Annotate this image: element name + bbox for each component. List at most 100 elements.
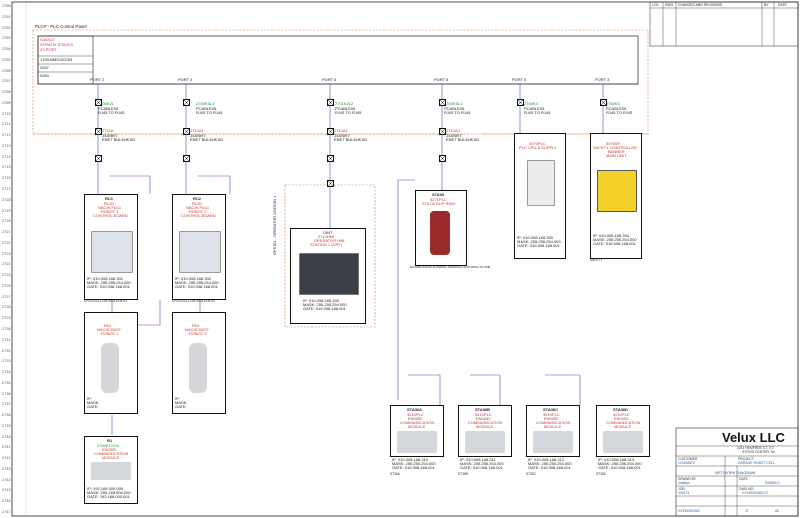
station-head: STA30C (543, 407, 559, 412)
row-number: 2722 (2, 240, 11, 245)
device-sub: STATION 1 (OP1) (310, 242, 342, 247)
rev-changes: CHANGES AND REVISIONS (678, 3, 723, 7)
station-footnote: ST30A (390, 472, 400, 476)
station-gate: GATE: 010.008.168.001 (598, 465, 641, 470)
device-sub: ROBOT 2 (189, 209, 207, 214)
device-ip: IP: 010.008.168.300 (517, 235, 554, 240)
comm-module-icon (91, 462, 131, 480)
company-address-2: SYRON CENTER, MI (742, 450, 775, 454)
device-ip: IP: 010.008.168.302 (175, 276, 212, 281)
station-sub: COMMUNICATION (400, 420, 435, 425)
rev-dwg: DWG (665, 3, 674, 7)
device-name: NACHI MZ07 (185, 327, 209, 332)
device-sta00: STA00 3271PLC STA 00 SLIP RING (415, 190, 467, 266)
device-robot-1: R01 NACHI MZ07 ROBOT 1 IP: MASK: GATE: (84, 312, 138, 414)
rj45-connector-icon (327, 155, 334, 162)
rj45-connector-icon (517, 99, 524, 106)
switch-id: S30ACT (40, 37, 56, 42)
station-footnote: ST30C (526, 472, 536, 476)
row-number: 2717 (2, 187, 11, 192)
station-id: 3410PLC (475, 412, 492, 417)
row-number: 2732 (2, 348, 11, 353)
station-sub2: MODULE (408, 424, 426, 429)
station-sub2: MODULE (476, 424, 494, 429)
row-number: 2713 (2, 143, 11, 148)
row-number: 2706 (2, 68, 11, 73)
row-number: 2743 (2, 466, 11, 471)
drawn-label: DRAWN BY (678, 477, 697, 481)
device-safety-controller: 3070SF SAFETY CONTROLLER BANNER MAIN UNI… (590, 133, 642, 259)
robot-arm-icon (189, 343, 207, 393)
row-number: 2737 (2, 402, 11, 407)
bulkhead-id: 2712A3 (446, 128, 460, 133)
device-gate: GATE: (175, 404, 187, 409)
cable-id: 2700K5L1 (444, 101, 463, 106)
device-rc2: RC2 RC02 NACHI FD11 ROBOT 2 CONTROL BOAR… (172, 194, 226, 300)
device-footnote: CFD-FD11-CONTROLLER-R1 (84, 299, 128, 303)
device-gate: GATE: (87, 404, 99, 409)
station-mask: MASK: 255.255.254.000 (528, 461, 572, 466)
station-sub: COMMUNICATION (606, 420, 641, 425)
rj45-connector-icon (183, 99, 190, 106)
rj45-connector-icon (95, 155, 102, 162)
device-name: NACHI MZ07 (97, 327, 121, 332)
customer-label: CUSTOMER (678, 457, 698, 461)
row-number: 2719 (2, 208, 11, 213)
row-number: 2738 (2, 413, 11, 418)
device-footnote: ECOMM-STA00-SLIPRING-THROUGH-SLIP-RING-T… (410, 265, 491, 269)
row-number: 2744 (2, 477, 11, 482)
device-gate: GATE: 010.008.168.001 (593, 241, 636, 246)
station-ip: IP: 010.008.168.312 (528, 457, 565, 462)
device-id: 2740K1TOA (97, 443, 119, 448)
controller-cabinet-icon (91, 231, 133, 273)
row-number: 2739 (2, 423, 11, 428)
row-number: 2715 (2, 165, 11, 170)
row-number: 2741 (2, 445, 11, 450)
cable-type: RJ45 TO RJ45 (606, 110, 633, 115)
bulkhead-id: 2712A2 (334, 128, 348, 133)
device-head: R1 (107, 438, 113, 443)
station-id: 3610PLC (543, 412, 560, 417)
station-footnote: ST30D (596, 472, 606, 476)
cable-part: PCABLE05 (196, 106, 217, 111)
controller-cabinet-icon (179, 231, 221, 273)
rev-value: A0 (775, 509, 780, 513)
station-gate: GATE: 010.008.168.001 (392, 465, 435, 470)
row-number: 2708 (2, 90, 11, 95)
dwg-label: DWG NO. (739, 487, 755, 491)
device-hmi: OINT 2712HMI OPERATOR HMI STATION 1 (OP1… (290, 228, 366, 324)
rev-loc: LOC (652, 3, 659, 7)
station-id: 3210PLC (407, 412, 424, 417)
row-number: 2736 (2, 391, 11, 396)
device-sub2: MODULE (102, 455, 120, 460)
device-ip: IP: 192.168.000.005 (87, 486, 124, 491)
station-footnote: ST30B (458, 472, 468, 476)
device-plc: 3070PLC PLC CPU & SUPPLY IP: 010.008.168… (514, 133, 566, 259)
device-mask: MASK: 255.255.254.000 (303, 302, 347, 307)
device-ip: IP: 010.008.168.301 (87, 276, 124, 281)
row-number: 2709 (2, 100, 11, 105)
row-number: 2712 (2, 133, 11, 138)
device-name: NACHI FD11 (186, 205, 210, 210)
row-number: 2735 (2, 380, 11, 385)
switch-row1: 1783-BMS10CGN (40, 57, 73, 62)
device-ip: IP: 010.008.168.300 (303, 298, 340, 303)
station-sub: COMMUNICATION (468, 420, 503, 425)
cable-part: PCABLE05 (606, 106, 627, 111)
rj45-connector-icon (600, 99, 607, 106)
device-head: RC1 (105, 196, 114, 201)
device-footnote: CFD-FD11-CONTROLLER-R2 (172, 299, 216, 303)
device-gate: GATE: 010.008.168.001 (517, 243, 560, 248)
device-name: SAFETY CONTROLLER (593, 145, 637, 150)
row-number: 2700 (2, 4, 11, 8)
device-rc1: RC1 RC01 NACHI FD11 ROBOT 1 CONTROL BOAR… (84, 194, 138, 300)
row-number: 2710 (2, 111, 11, 116)
row-number: 2718 (2, 197, 11, 202)
cable-id: 2700K5 (606, 101, 620, 106)
customer-value: LOGIMATZ (678, 461, 696, 465)
row-number: 2711 (2, 122, 11, 127)
port-label: PORT 4 (178, 77, 193, 82)
sheet-value: 27 (745, 509, 749, 513)
